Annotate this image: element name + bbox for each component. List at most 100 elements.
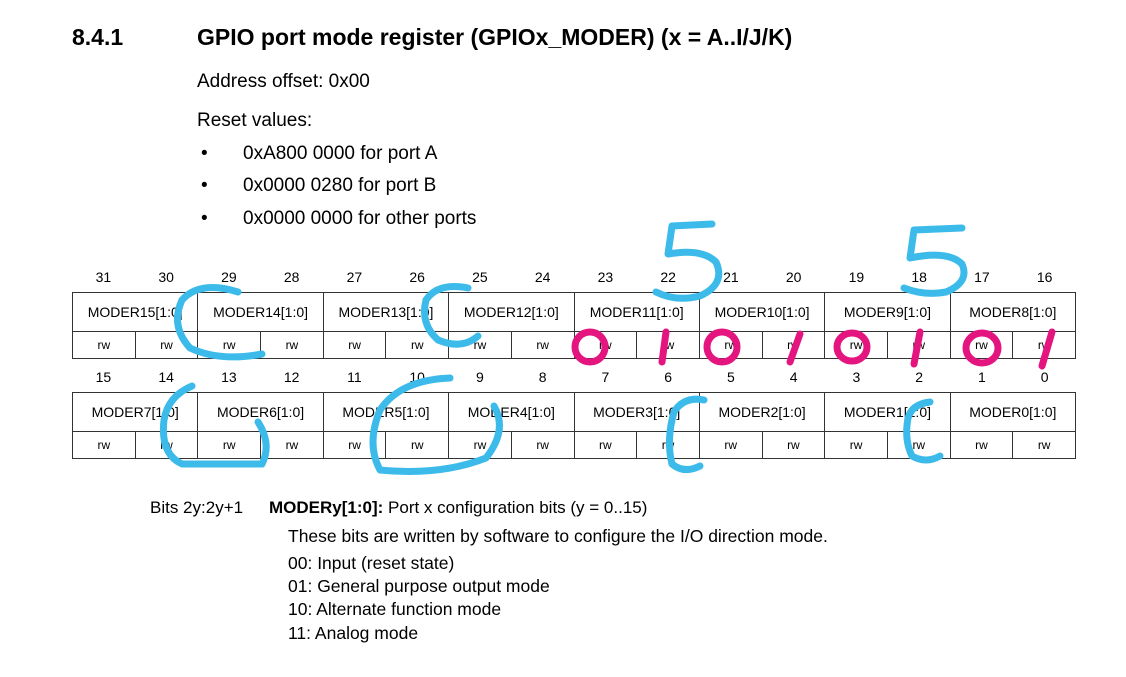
access-cell: rw xyxy=(824,331,888,359)
register-lower-table: MODER7[1:0] MODER6[1:0] MODER5[1:0] MODE… xyxy=(71,392,1077,459)
bit-number: 22 xyxy=(660,269,676,285)
field-moder8: MODER8[1:0] xyxy=(949,292,1077,332)
section-number: 8.4.1 xyxy=(72,24,124,50)
desc-line: These bits are written by software to co… xyxy=(288,526,828,546)
bit-number: 3 xyxy=(852,369,861,385)
access-cell: rw xyxy=(134,431,199,459)
field-moder6: MODER6[1:0] xyxy=(197,392,324,432)
access-cell: rw xyxy=(886,431,951,459)
bullet-dot: • xyxy=(201,143,208,164)
reset-value-port-b: 0x0000 0280 for port B xyxy=(243,175,437,196)
access-cell: rw xyxy=(761,431,826,459)
access-cell: rw xyxy=(385,331,450,359)
desc-line: 11: Analog mode xyxy=(288,623,419,643)
field-moder14: MODER14[1:0] xyxy=(197,292,324,332)
access-cell: rw xyxy=(636,431,700,459)
access-cell: rw xyxy=(1012,331,1076,359)
access-cell: rw xyxy=(72,331,136,359)
access-cell: rw xyxy=(573,431,638,459)
reset-value-port-a: 0xA800 0000 for port A xyxy=(243,143,438,164)
bit-number: 28 xyxy=(283,269,300,285)
bit-number: 11 xyxy=(347,369,362,385)
lower-bit-numbers: 15 14 13 12 11 10 9 8 7 6 5 4 3 2 1 0 xyxy=(72,369,1076,387)
field-summary: Port x configuration bits (y = 0..15) xyxy=(383,498,648,517)
bit-number: 23 xyxy=(597,269,614,285)
field-moder13: MODER13[1:0] xyxy=(322,292,450,332)
access-cell: rw xyxy=(72,431,136,459)
bit-number: 5 xyxy=(726,369,735,385)
bit-number: 6 xyxy=(664,369,673,385)
access-cell: rw xyxy=(260,331,324,359)
bit-number: 29 xyxy=(221,269,237,285)
field-moder7: MODER7[1:0] xyxy=(71,392,199,432)
desc-line: 01: General purpose output mode xyxy=(288,576,550,596)
address-offset: Address offset: 0x00 xyxy=(197,71,370,92)
access-cell: rw xyxy=(510,431,575,459)
field-moder3: MODER3[1:0] xyxy=(573,392,700,432)
bit-number: 18 xyxy=(911,269,927,285)
access-cell: rw xyxy=(761,331,826,359)
section-title: GPIO port mode register (GPIOx_MODER) (x… xyxy=(197,24,793,50)
access-cell: rw xyxy=(1012,431,1076,459)
bit-number: 25 xyxy=(472,269,488,285)
bit-number: 0 xyxy=(1040,369,1049,385)
reset-values-label: Reset values: xyxy=(197,110,313,131)
field-moder9: MODER9[1:0] xyxy=(824,292,951,332)
access-cell: rw xyxy=(322,431,387,459)
access-cell: rw xyxy=(448,431,512,459)
bit-number: 16 xyxy=(1036,269,1053,285)
field-moder15: MODER15[1:0] xyxy=(71,292,199,332)
bullet-dot: • xyxy=(201,175,208,196)
bit-number: 7 xyxy=(601,369,610,385)
access-cell: rw xyxy=(949,431,1014,459)
access-cell: rw xyxy=(949,331,1014,359)
bit-number: 12 xyxy=(283,369,300,385)
field-moder11: MODER11[1:0] xyxy=(573,292,700,332)
access-cell: rw xyxy=(134,331,199,359)
access-cell: rw xyxy=(260,431,324,459)
access-cell: rw xyxy=(636,331,700,359)
bit-number: 10 xyxy=(409,369,425,385)
bit-number: 30 xyxy=(158,269,174,285)
desc-line: 00: Input (reset state) xyxy=(288,553,455,573)
bit-number: 31 xyxy=(95,269,112,285)
field-moder5: MODER5[1:0] xyxy=(322,392,450,432)
field-moder0: MODER0[1:0] xyxy=(949,392,1077,432)
desc-line: 10: Alternate function mode xyxy=(288,599,502,619)
field-moder2: MODER2[1:0] xyxy=(698,392,826,432)
upper-bit-numbers: 31 30 29 28 27 26 25 24 23 22 21 20 19 1… xyxy=(72,269,1076,287)
field-moder12: MODER12[1:0] xyxy=(448,292,575,332)
bit-number: 24 xyxy=(534,269,551,285)
bit-number: 8 xyxy=(538,369,547,385)
bit-number: 1 xyxy=(977,369,986,385)
bit-number: 27 xyxy=(346,269,363,285)
bit-number: 21 xyxy=(723,269,739,285)
access-cell: rw xyxy=(197,431,262,459)
field-moder4: MODER4[1:0] xyxy=(448,392,575,432)
access-cell: rw xyxy=(322,331,387,359)
bit-number: 15 xyxy=(95,369,112,385)
bit-number: 13 xyxy=(221,369,237,385)
bit-number: 9 xyxy=(475,369,484,385)
access-cell: rw xyxy=(698,431,763,459)
bullet-dot: • xyxy=(201,208,208,229)
access-cell: rw xyxy=(510,331,575,359)
reset-value-other: 0x0000 0000 for other ports xyxy=(243,208,477,229)
access-cell: rw xyxy=(573,331,638,359)
access-cell: rw xyxy=(385,431,450,459)
bit-number: 19 xyxy=(848,269,865,285)
access-cell: rw xyxy=(698,331,763,359)
field-moder10: MODER10[1:0] xyxy=(698,292,826,332)
register-upper-table: MODER15[1:0] MODER14[1:0] MODER13[1:0] M… xyxy=(71,292,1077,359)
field-moder1: MODER1[1:0] xyxy=(824,392,951,432)
bit-number: 17 xyxy=(974,269,990,285)
field-name: MODERy[1:0]: xyxy=(269,498,384,517)
bit-number: 14 xyxy=(158,369,174,385)
bit-number: 2 xyxy=(915,369,924,385)
access-cell: rw xyxy=(824,431,888,459)
bit-number: 4 xyxy=(789,369,798,385)
bit-number: 26 xyxy=(409,269,425,285)
bits-range: Bits 2y:2y+1 xyxy=(150,498,244,517)
access-cell: rw xyxy=(886,331,951,359)
bits-field-desc: MODERy[1:0]: Port x configuration bits (… xyxy=(269,498,647,518)
